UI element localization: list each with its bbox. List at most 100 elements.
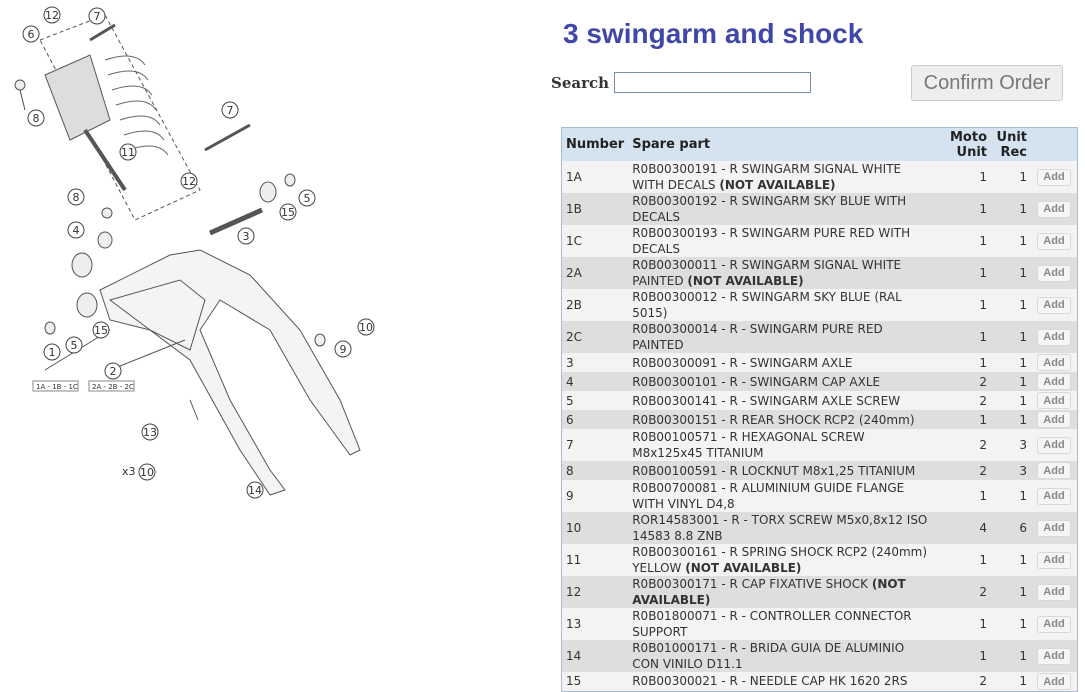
header-spare-part: Spare part: [628, 127, 937, 161]
add-button[interactable]: Add: [1037, 487, 1071, 505]
part-number: 2A: [566, 266, 582, 280]
moto-unit: 1: [979, 234, 987, 248]
part-description: R0B00300012 - R SWINGARM SKY BLUE (RAL 5…: [628, 289, 937, 321]
add-button[interactable]: Add: [1037, 436, 1071, 454]
add-button[interactable]: Add: [1037, 411, 1071, 429]
callout-number: 7: [94, 10, 101, 23]
search-input[interactable]: [614, 72, 811, 93]
part-number: 3: [566, 355, 574, 370]
add-button[interactable]: Add: [1037, 615, 1071, 633]
moto-unit: 2: [979, 674, 987, 689]
callout-number: 13: [143, 426, 157, 439]
availability-note: (NOT AVAILABLE): [632, 577, 906, 607]
part-description: R0B00300091 - R - SWINGARM AXLE: [628, 353, 937, 372]
moto-unit: 1: [979, 330, 987, 344]
callout-circle: [141, 423, 159, 441]
moto-unit: 1: [979, 489, 987, 503]
unit-rec: 1: [1019, 617, 1027, 631]
moto-unit: 1: [979, 649, 987, 663]
moto-unit: 1: [979, 412, 987, 427]
callout-number: 3: [243, 230, 250, 243]
add-button[interactable]: Add: [1037, 673, 1071, 690]
part-description: R0B00300014 - R - SWINGARM PURE RED PAIN…: [628, 321, 937, 353]
callout-number: 12: [182, 175, 196, 188]
callout-circle: [43, 6, 61, 24]
add-button[interactable]: Add: [1037, 296, 1071, 314]
callout-number: 8: [73, 191, 80, 204]
part-description: R0B00300151 - R REAR SHOCK RCP2 (240mm): [628, 410, 937, 429]
add-button[interactable]: Add: [1037, 200, 1071, 218]
part-description: R0B00100591 - R LOCKNUT M8x1,25 TITANIUM: [628, 461, 937, 480]
callout-circle: [357, 318, 375, 336]
add-button[interactable]: Add: [1037, 462, 1071, 480]
part-description: R0B00300171 - R CAP FIXATIVE SHOCK (NOT …: [628, 576, 937, 608]
callout-circle: [246, 481, 264, 499]
part-number: 1C: [566, 234, 583, 248]
callout-circle: [65, 336, 83, 354]
callout-number: 15: [281, 206, 295, 219]
callout-circle: [27, 109, 45, 127]
part-description: R0B00700081 - R ALUMINIUM GUIDE FLANGE W…: [628, 480, 937, 512]
unit-rec: 1: [1019, 170, 1027, 184]
add-button[interactable]: Add: [1037, 168, 1071, 186]
part-description: R0B00300011 - R SWINGARM SIGNAL WHITE PA…: [628, 257, 937, 289]
part-number: 15: [566, 674, 582, 689]
spare-parts-table: Number Spare part Moto Unit Unit Rec 1A R…: [561, 127, 1078, 692]
add-button[interactable]: Add: [1037, 232, 1071, 250]
part-desc-text: R0B00300171 - R CAP FIXATIVE SHOCK: [632, 577, 872, 591]
add-button[interactable]: Add: [1037, 392, 1071, 410]
unit-rec: 6: [1019, 521, 1027, 535]
add-button[interactable]: Add: [1037, 373, 1071, 391]
unit-rec: 1: [1019, 649, 1027, 663]
search-label: Search: [551, 74, 610, 92]
callout-circle: [67, 188, 85, 206]
part-desc-text: R0B00300021 - R - NEEDLE CAP HK 1620 2RS: [632, 674, 908, 689]
callout-circle: [237, 227, 255, 245]
part-desc-text: R0B00300011 - R SWINGARM SIGNAL WHITE PA…: [632, 258, 902, 288]
part-desc-text: R0B01000171 - R - BRIDA GUIA DE ALUMINIO…: [632, 641, 905, 671]
part-number: 1A: [566, 170, 582, 184]
header-number: Number: [561, 127, 629, 161]
table-header-row: Number Spare part Moto Unit Unit Rec: [561, 127, 1078, 161]
callout-number: 10: [140, 466, 154, 479]
add-button[interactable]: Add: [1037, 519, 1071, 537]
availability-note: (NOT AVAILABLE): [719, 178, 836, 192]
add-button[interactable]: Add: [1037, 583, 1071, 601]
callout-number: 12: [45, 9, 59, 22]
add-button[interactable]: Add: [1037, 647, 1071, 665]
add-button[interactable]: Add: [1037, 328, 1071, 346]
diagram-label-2: 2A - 2B - 2C: [92, 383, 134, 391]
callout-circle: [22, 25, 40, 43]
callout-circle: [104, 362, 122, 380]
callout-number: 11: [121, 146, 135, 159]
part-desc-text: R0B00300091 - R - SWINGARM AXLE: [632, 355, 853, 370]
unit-rec: 1: [1019, 674, 1027, 689]
part-number: 2C: [566, 330, 583, 344]
moto-unit: 2: [979, 585, 987, 599]
diagram-multiplier: x3: [122, 465, 136, 478]
callout-number: 1: [49, 346, 56, 359]
part-desc-text: ROR14583001 - R - TORX SCREW M5x0,8x12 I…: [632, 513, 928, 543]
part-desc-text: R0B00300141 - R - SWINGARM AXLE SCREW: [632, 393, 901, 408]
availability-note: (NOT AVAILABLE): [685, 561, 802, 575]
add-button[interactable]: Add: [1037, 354, 1071, 372]
header-moto-unit: Moto Unit: [937, 127, 991, 161]
part-description: R0B00300021 - R - NEEDLE CAP HK 1620 2RS: [628, 672, 937, 691]
callout-circle: [334, 340, 352, 358]
part-description: R0B00300191 - R SWINGARM SIGNAL WHITE WI…: [628, 161, 937, 193]
add-button[interactable]: Add: [1037, 264, 1071, 282]
unit-rec: 1: [1019, 489, 1027, 503]
add-button[interactable]: Add: [1037, 551, 1071, 569]
confirm-order-button[interactable]: Confirm Order: [911, 65, 1063, 101]
moto-unit: 2: [979, 438, 987, 452]
moto-unit: 1: [979, 355, 987, 370]
part-desc-text: R0B00100591 - R LOCKNUT M8x1,25 TITANIUM: [632, 463, 916, 478]
part-description: R0B00300141 - R - SWINGARM AXLE SCREW: [628, 391, 937, 410]
unit-rec: 1: [1019, 234, 1027, 248]
callout-circle: [279, 203, 297, 221]
